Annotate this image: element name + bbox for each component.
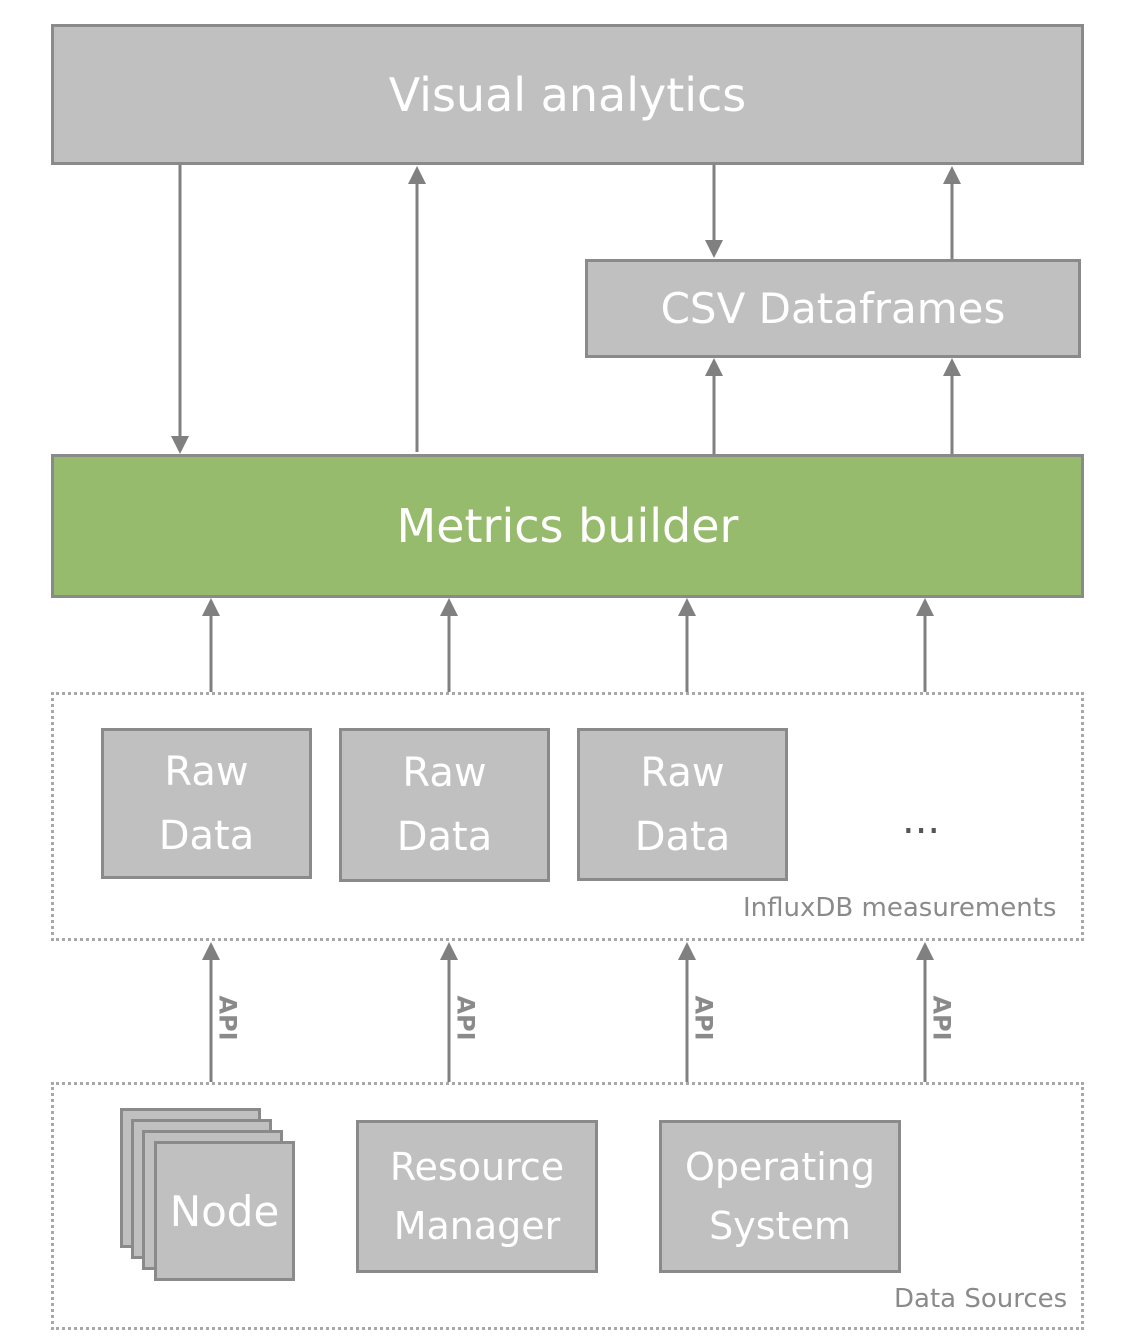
resource-manager-box: Resource Manager bbox=[356, 1120, 598, 1273]
api-label: API bbox=[213, 995, 242, 1041]
raw-data-line1: Raw bbox=[164, 748, 249, 795]
node-label: Node bbox=[169, 1186, 280, 1236]
operating-system-line2: System bbox=[709, 1203, 851, 1248]
metrics-builder-label: Metrics builder bbox=[396, 499, 739, 553]
more-measurements-ellipsis: ... bbox=[902, 797, 941, 843]
node-box: Node bbox=[154, 1141, 295, 1281]
api-label: API bbox=[689, 995, 718, 1041]
raw-data-line1: Raw bbox=[402, 750, 487, 796]
influxdb-measurements-label: InfluxDB measurements bbox=[743, 893, 1057, 923]
csv-dataframes-box: CSV Dataframes bbox=[585, 259, 1081, 358]
metrics-builder-box: Metrics builder bbox=[51, 454, 1084, 598]
visual-analytics-label: Visual analytics bbox=[388, 67, 747, 122]
data-sources-label: Data Sources bbox=[894, 1284, 1068, 1314]
csv-dataframes-label: CSV Dataframes bbox=[660, 284, 1006, 333]
resource-manager-line2: Manager bbox=[393, 1203, 561, 1248]
raw-data-box: Raw Data bbox=[577, 728, 788, 881]
raw-data-box: Raw Data bbox=[101, 728, 312, 879]
visual-analytics-box: Visual analytics bbox=[51, 24, 1084, 165]
api-label: API bbox=[451, 995, 480, 1041]
resource-manager-line1: Resource bbox=[389, 1144, 565, 1189]
operating-system-line1: Operating bbox=[685, 1144, 875, 1189]
raw-data-box: Raw Data bbox=[339, 728, 550, 882]
influxdb-group bbox=[51, 692, 1084, 941]
data-sources-group bbox=[51, 1082, 1084, 1330]
raw-data-line2: Data bbox=[396, 814, 493, 860]
api-label: API bbox=[927, 995, 956, 1041]
raw-data-line1: Raw bbox=[640, 749, 725, 796]
operating-system-box: Operating System bbox=[659, 1120, 901, 1273]
raw-data-line2: Data bbox=[634, 813, 731, 860]
raw-data-line2: Data bbox=[158, 812, 255, 859]
